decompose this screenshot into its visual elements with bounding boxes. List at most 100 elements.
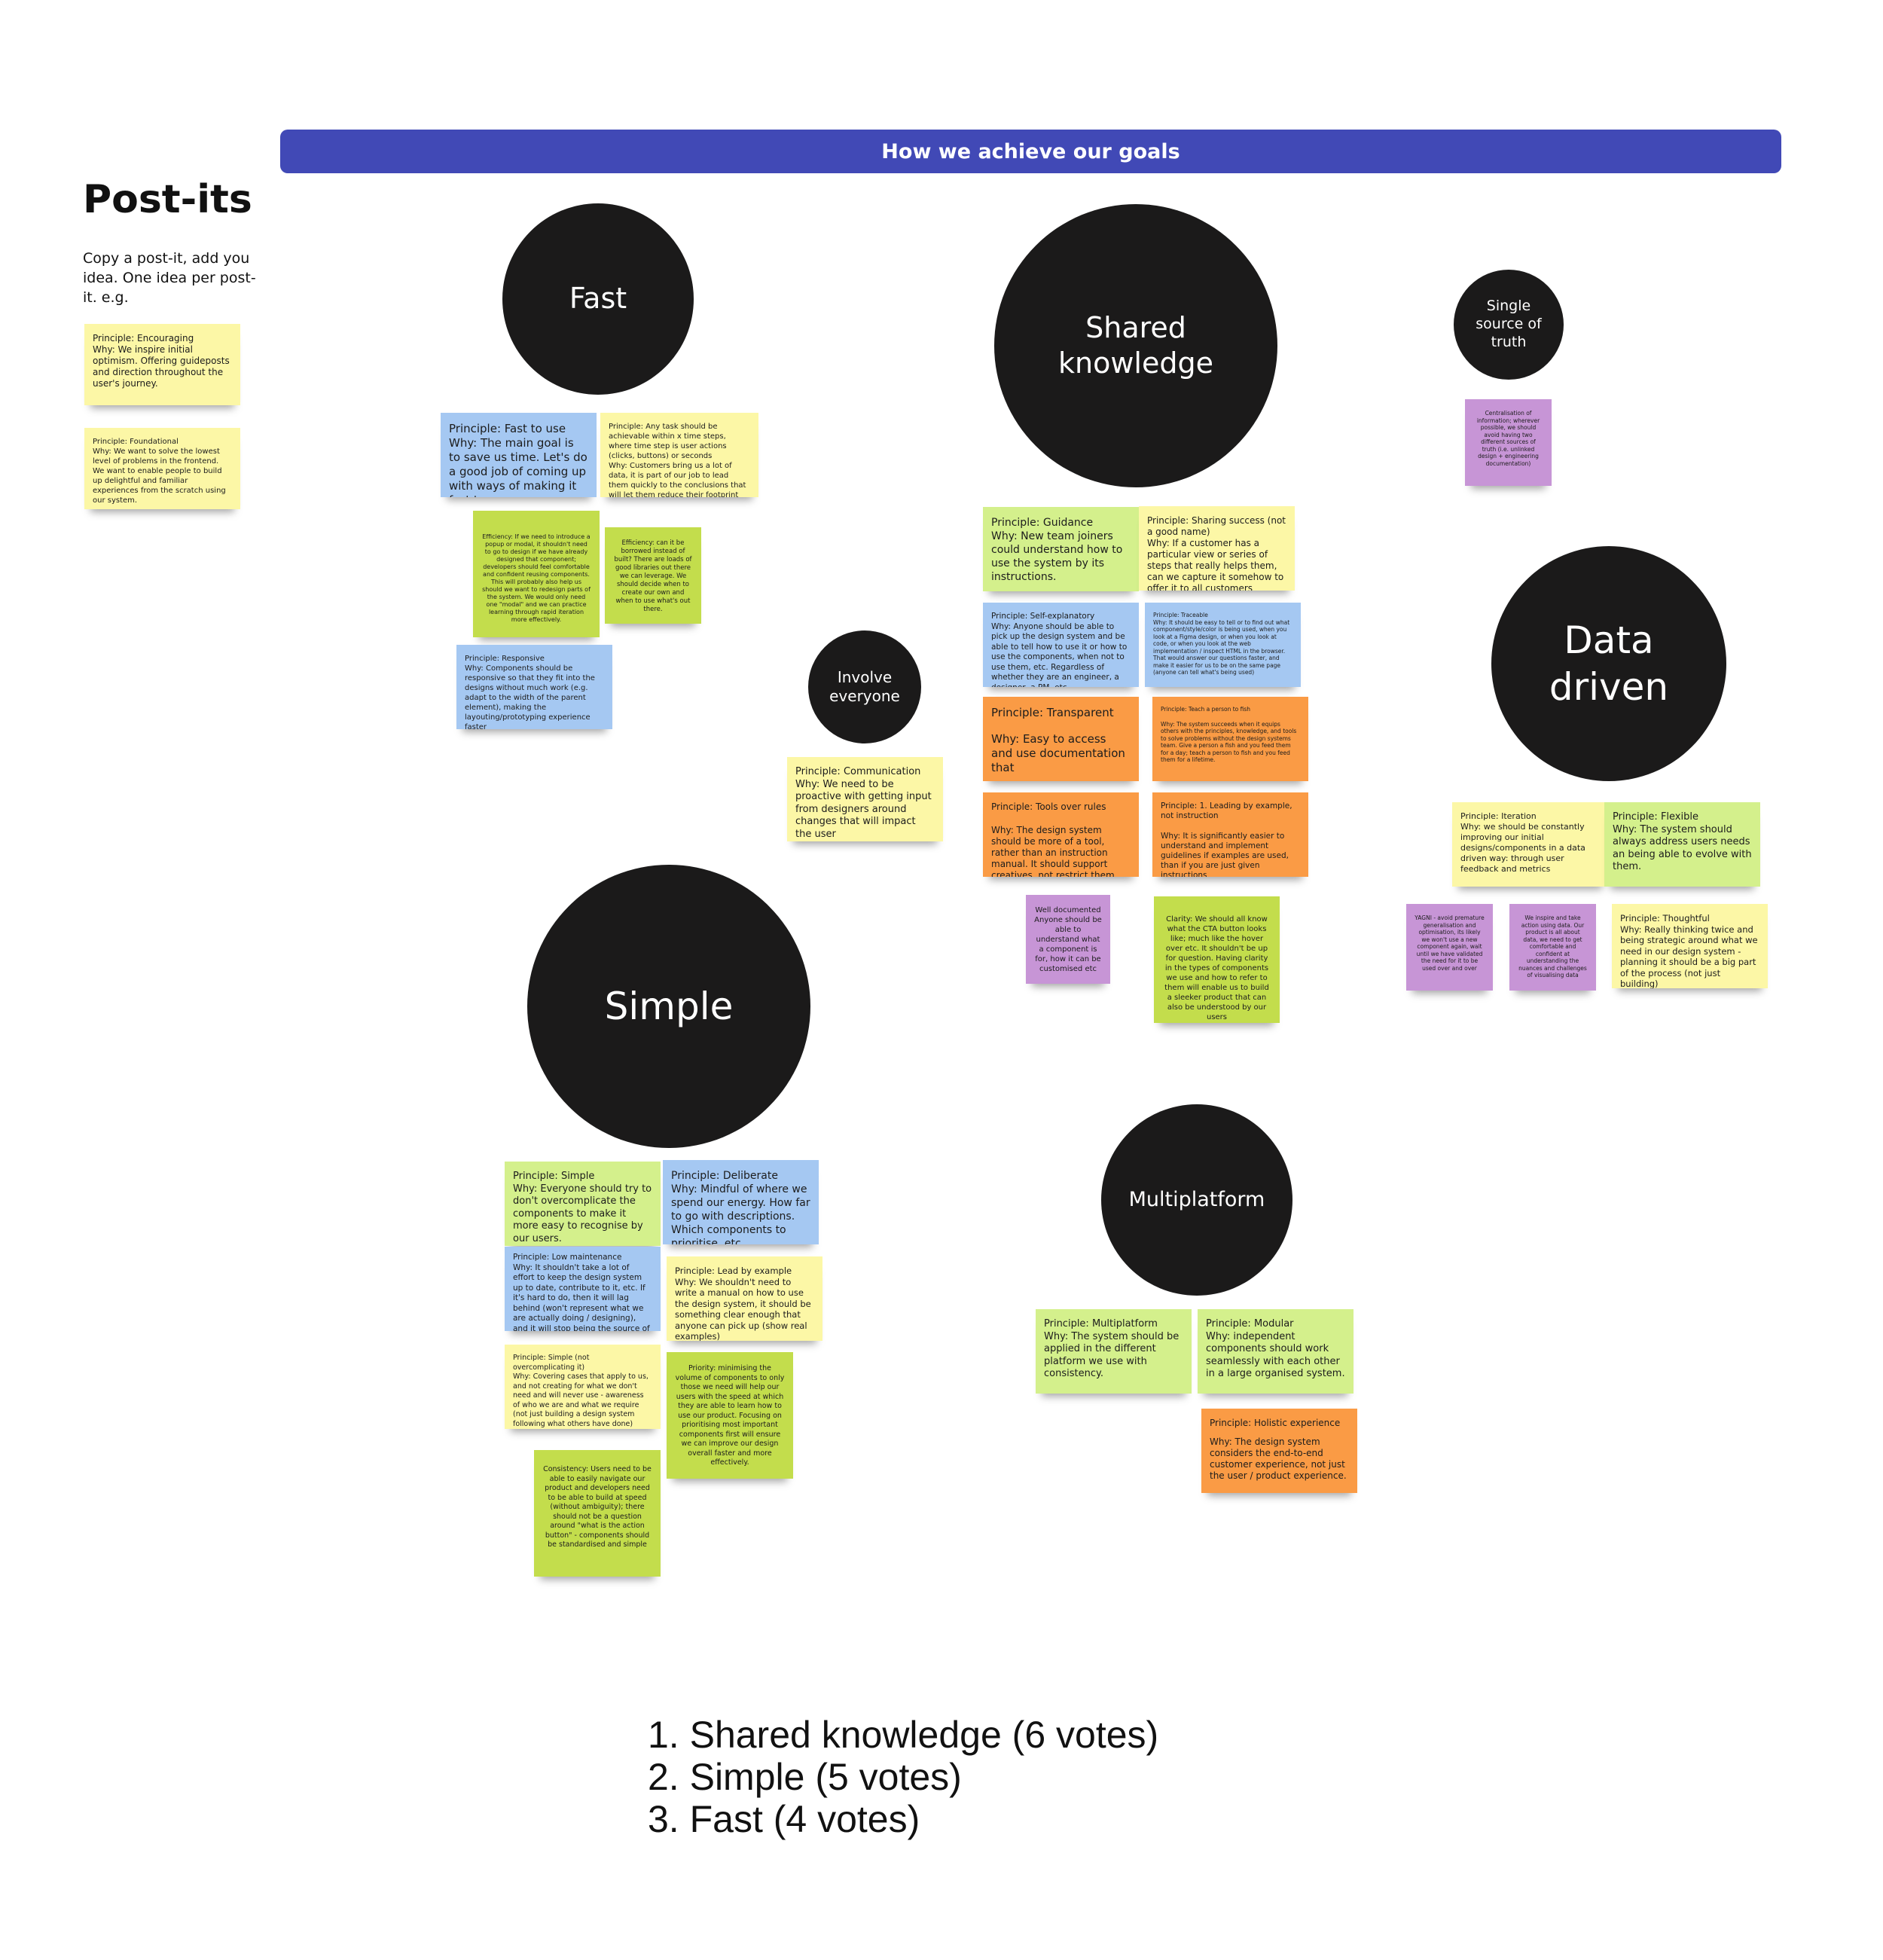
sticky-principle: Principle: Self-explanatory	[991, 612, 1095, 621]
sidebar-description: Copy a post-it, add you idea. One idea p…	[83, 250, 256, 306]
sticky-why: Why: We inspire initial optimism. Offeri…	[93, 344, 230, 389]
sticky-principle: Principle: Foundational	[93, 438, 179, 446]
sticky-why: Why: The main goal is to save us time. L…	[449, 436, 587, 497]
circle-label: Involve everyone	[829, 668, 900, 705]
sticky-leading-by-example[interactable]: Principle: 1. Leading by example, not in…	[1152, 792, 1308, 877]
sticky-why: Why: we should be constantly improving o…	[1460, 822, 1585, 874]
sticky-principle: Principle: Lead by example	[675, 1265, 792, 1276]
vote-results-list: 1. Shared knowledge (6 votes) 2. Simple …	[648, 1714, 1158, 1840]
sticky-why: Why: Components should be responsive so …	[465, 664, 595, 729]
sticky-efficiency-borrow[interactable]: Efficiency: can it be borrowed instead o…	[605, 527, 701, 624]
sticky-tools-over-rules[interactable]: Principle: Tools over rules Why: The des…	[983, 792, 1139, 877]
sticky-why: Why: Customers bring us a lot of data, i…	[609, 462, 746, 497]
sticky-principle: Principle: Low maintenance	[513, 1253, 622, 1262]
sticky-why: Why: If a customer has a particular view…	[1147, 538, 1284, 591]
sticky-principle: Principle: Sharing success (not a good n…	[1147, 515, 1286, 537]
sticky-inspire-data[interactable]: We inspire and take action using data. O…	[1509, 904, 1596, 991]
sticky-multiplatform[interactable]: Principle: Multiplatform Why: The system…	[1036, 1309, 1192, 1394]
circle-data-driven[interactable]: Data driven	[1491, 546, 1726, 781]
circle-label: Data driven	[1549, 618, 1669, 710]
sticky-simple[interactable]: Principle: Simple Why: Everyone should t…	[505, 1162, 661, 1246]
sticky-why: Why: We want to solve the lowest level o…	[93, 447, 226, 505]
sticky-why: Why: It should be easy to tell or to fin…	[1153, 618, 1290, 676]
sticky-yagni[interactable]: YAGNI - avoid premature generalisation a…	[1406, 904, 1493, 991]
sticky-responsive[interactable]: Principle: Responsive Why: Components sh…	[456, 645, 612, 729]
sticky-flexible[interactable]: Principle: Flexible Why: The system shou…	[1604, 802, 1760, 887]
sticky-priority[interactable]: Priority: minimising the volume of compo…	[667, 1352, 793, 1479]
sticky-teach-to-fish[interactable]: Principle: Teach a person to fish Why: T…	[1152, 697, 1308, 781]
sticky-not-overcomplicating[interactable]: Principle: Simple (not overcomplicating …	[505, 1345, 661, 1429]
sticky-principle: Principle: Tools over rules	[991, 801, 1106, 812]
sticky-principle: Principle: Teach a person to fish	[1161, 706, 1251, 713]
sticky-principle: Principle: Simple (not overcomplicating …	[513, 1354, 590, 1372]
sticky-low-maintenance[interactable]: Principle: Low maintenance Why: It shoul…	[505, 1247, 661, 1331]
sticky-lead-by-example[interactable]: Principle: Lead by example Why: We shoul…	[667, 1256, 822, 1341]
sticky-text: YAGNI - avoid premature generalisation a…	[1415, 914, 1485, 972]
sticky-why: Why: The system should be applied in the…	[1044, 1330, 1180, 1380]
sticky-why: Why: independent components should work …	[1206, 1330, 1345, 1380]
sticky-principle: Principle: Thoughtful	[1620, 913, 1710, 924]
sticky-why: Why: The system should always address us…	[1613, 823, 1752, 873]
example-sticky-foundational[interactable]: Principle: Foundational Why: We want to …	[84, 428, 240, 509]
sticky-text: Consistency: Users need to be able to ea…	[543, 1465, 652, 1549]
sticky-why: Why: Easy to access and use documentatio…	[991, 732, 1125, 774]
sticky-principle: Principle: Traceable	[1153, 612, 1208, 618]
sidebar-title: Post-its	[83, 177, 252, 222]
circle-shared-knowledge[interactable]: Shared knowledge	[994, 204, 1277, 487]
sticky-text: Well documented Anyone should be able to…	[1034, 906, 1102, 973]
circle-single-source[interactable]: Single source of truth	[1454, 270, 1564, 380]
circle-label: Single source of truth	[1476, 298, 1542, 350]
sticky-why: Why: Really thinking twice and being str…	[1620, 924, 1758, 989]
sticky-why: Why: New team joiners could understand h…	[991, 530, 1123, 583]
sticky-text: We inspire and take action using data. O…	[1518, 914, 1587, 978]
vote-result-1: 1. Shared knowledge (6 votes)	[648, 1714, 1159, 1756]
sticky-principle: Principle: Guidance	[991, 517, 1094, 529]
example-sticky-encouraging[interactable]: Principle: Encouraging Why: We inspire i…	[84, 324, 240, 405]
sticky-principle: Principle: Deliberate	[671, 1170, 778, 1182]
sticky-any-task[interactable]: Principle: Any task should be achievable…	[600, 413, 758, 497]
sticky-why: Why: It shouldn't take a lot of effort t…	[513, 1262, 650, 1332]
sticky-holistic-experience[interactable]: Principle: Holistic experience Why: The …	[1201, 1409, 1357, 1493]
sticky-guidance[interactable]: Principle: Guidance Why: New team joiner…	[983, 507, 1139, 591]
sticky-text: Clarity: We should all know what the CTA…	[1164, 915, 1269, 1021]
sticky-principle: Principle: Simple	[513, 1171, 595, 1182]
circle-label: Fast	[569, 282, 627, 316]
sticky-clarity[interactable]: Clarity: We should all know what the CTA…	[1154, 896, 1280, 1023]
sticky-principle: Principle: Any task should be achievable…	[609, 423, 727, 460]
sticky-text: Efficiency: can it be borrowed instead o…	[614, 539, 692, 613]
sticky-well-documented[interactable]: Well documented Anyone should be able to…	[1026, 895, 1110, 984]
sticky-principle: Principle: Communication	[795, 766, 921, 777]
sticky-principle: Principle: Multiplatform	[1044, 1318, 1158, 1330]
sticky-fast-to-use[interactable]: Principle: Fast to use Why: The main goa…	[441, 413, 597, 497]
sticky-iteration[interactable]: Principle: Iteration Why: we should be c…	[1452, 802, 1608, 887]
sticky-principle: Principle: 1. Leading by example, not in…	[1161, 801, 1292, 820]
circle-multiplatform[interactable]: Multiplatform	[1101, 1104, 1292, 1296]
sticky-transparent[interactable]: Principle: Transparent Why: Easy to acce…	[983, 697, 1139, 781]
sticky-why: Why: The design system considers the end…	[1210, 1436, 1347, 1481]
sticky-thoughtful[interactable]: Principle: Thoughtful Why: Really thinki…	[1612, 904, 1768, 988]
sticky-principle: Principle: Flexible	[1613, 811, 1698, 823]
sticky-centralisation[interactable]: Centralisation of information; wherever …	[1465, 399, 1552, 486]
sticky-text: Efficiency: If we need to introduce a po…	[482, 533, 591, 623]
sticky-why: Why: Everyone should try to don't overco…	[513, 1183, 652, 1244]
sticky-self-explanatory[interactable]: Principle: Self-explanatory Why: Anyone …	[983, 603, 1139, 687]
sticky-deliberate[interactable]: Principle: Deliberate Why: Mindful of wh…	[663, 1160, 819, 1244]
sticky-efficiency-reuse[interactable]: Efficiency: If we need to introduce a po…	[473, 511, 600, 637]
sticky-why: Why: It is significantly easier to under…	[1161, 832, 1289, 877]
sticky-principle: Principle: Fast to use	[449, 422, 566, 435]
circle-label: Simple	[604, 984, 734, 1028]
sticky-why: Why: Covering cases that apply to us, an…	[513, 1372, 649, 1428]
sticky-modular[interactable]: Principle: Modular Why: independent comp…	[1198, 1309, 1354, 1394]
sticky-consistency[interactable]: Consistency: Users need to be able to ea…	[534, 1450, 661, 1577]
sticky-sharing-success[interactable]: Principle: Sharing success (not a good n…	[1139, 506, 1295, 591]
sticky-why: Why: We shouldn't need to write a manual…	[675, 1276, 811, 1342]
sticky-principle: Principle: Encouraging	[93, 333, 194, 343]
sticky-communication[interactable]: Principle: Communication Why: We need to…	[787, 757, 943, 841]
sticky-why: Why: The design system should be more of…	[991, 825, 1115, 877]
vote-result-2: 2. Simple (5 votes)	[648, 1756, 962, 1798]
circle-label: Shared knowledge	[1058, 310, 1213, 380]
circle-fast[interactable]: Fast	[502, 203, 694, 395]
sticky-traceable[interactable]: Principle: Traceable Why: It should be e…	[1145, 603, 1301, 687]
circle-simple[interactable]: Simple	[527, 865, 810, 1148]
circle-involve-everyone[interactable]: Involve everyone	[808, 630, 921, 743]
